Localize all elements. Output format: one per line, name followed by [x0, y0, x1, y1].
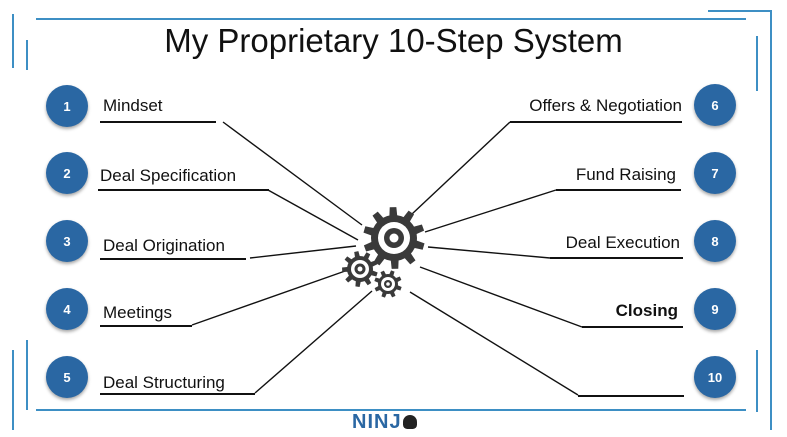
step-9-label: Closing [615, 301, 678, 320]
step-4-label: Meetings [103, 303, 172, 322]
step-5-underline [100, 393, 255, 395]
ninja-logo: NINJ [352, 411, 417, 433]
step-8-number: 8 [711, 233, 719, 249]
step-10-number: 10 [707, 369, 723, 385]
ninja-icon [402, 415, 417, 429]
step-4-badge: 4 [46, 288, 88, 330]
gear-small-hole [386, 282, 390, 286]
step-6-badge: 6 [694, 84, 736, 126]
step-7-label: Fund Raising [575, 165, 676, 184]
step-5-number: 5 [63, 369, 71, 385]
frame-left-line [12, 14, 14, 68]
step-2-underline [98, 189, 269, 191]
frame-left-bottom [12, 350, 14, 430]
step-10-underline [578, 395, 684, 397]
gear-medium-icon [342, 251, 378, 287]
step-5-label: Deal Structuring [103, 373, 225, 392]
step-7-underline [556, 189, 681, 191]
step-5-badge: 5 [46, 356, 88, 398]
step-9-number: 9 [711, 301, 719, 317]
step-6-number: 6 [711, 97, 719, 113]
step-7-badge: 7 [694, 152, 736, 194]
connector-10 [409, 291, 579, 396]
frame-top-right-short [708, 10, 772, 12]
page-title: My Proprietary 10-Step System [164, 22, 623, 59]
step-2-badge: 2 [46, 152, 88, 194]
step-8-underline [550, 257, 683, 259]
step-3-number: 3 [63, 233, 71, 249]
step-9-underline [582, 326, 683, 328]
step-4-underline [100, 325, 192, 327]
step-1-badge: 1 [46, 85, 88, 127]
step-2-label: Deal Specification [100, 166, 237, 185]
step-1-underline [100, 121, 216, 123]
step-3-label: Deal Origination [103, 236, 225, 255]
connector-1 [222, 121, 363, 226]
connector-5 [254, 290, 373, 394]
step-6-underline [510, 121, 682, 123]
connector-3 [249, 245, 357, 259]
step-8-badge: 8 [694, 220, 736, 262]
connector-9 [419, 266, 583, 328]
gear-medium-hole [357, 266, 363, 272]
frame-top-line [36, 18, 746, 20]
frame-right-inner [756, 36, 758, 91]
frame-right-bottom-inner [756, 350, 758, 412]
step-10-badge: 10 [694, 356, 736, 398]
gear-large-icon [363, 207, 425, 269]
step-3-badge: 3 [46, 220, 88, 262]
gear-small-icon [374, 270, 402, 298]
step-6-label: Offers & Negotiation [529, 96, 682, 115]
step-8-label: Deal Execution [565, 233, 680, 252]
step-1-label: Mindset [103, 96, 163, 115]
step-7-number: 7 [711, 165, 719, 181]
connector-4 [191, 269, 349, 326]
connector-7 [424, 189, 557, 233]
connector-2 [267, 189, 359, 241]
step-4-number: 4 [63, 301, 71, 317]
connector-8 [427, 246, 551, 259]
step-9-badge: 9 [694, 288, 736, 330]
logo-text: NINJ [352, 411, 402, 433]
frame-bottom-line [36, 409, 746, 411]
step-3-underline [100, 258, 246, 260]
step-1-number: 1 [63, 98, 71, 114]
step-2-number: 2 [63, 165, 71, 181]
frame-right-line [770, 10, 772, 430]
connector-6 [411, 121, 511, 215]
frame-left-bottom-inner [26, 340, 28, 410]
gear-large-hole [389, 233, 399, 243]
frame-left-inner [26, 40, 28, 70]
